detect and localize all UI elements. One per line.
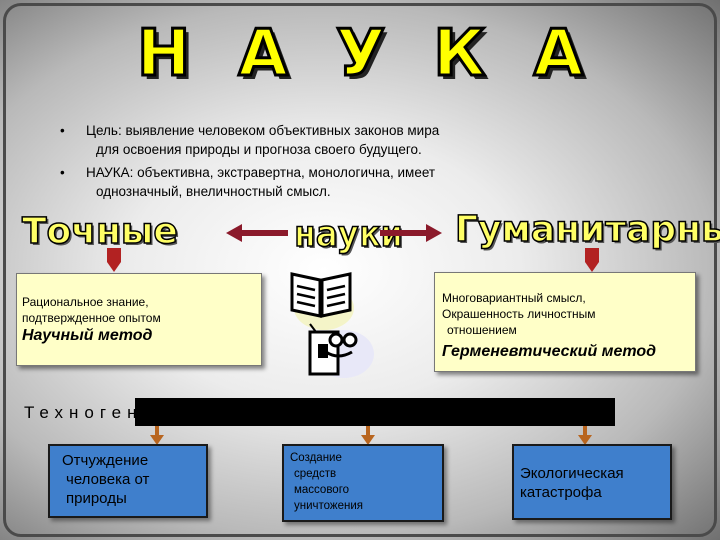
arrow-left-icon — [226, 224, 288, 242]
method-label: Научный метод — [22, 327, 153, 344]
consequence-text: Отчуждение — [62, 452, 149, 469]
bullet-item: • Цель: выявление человеком объективных … — [60, 121, 530, 159]
humanities-box: Многовариантный смысл, Окрашенность личн… — [434, 272, 696, 372]
box-text: Многовариантный смысл, — [442, 291, 586, 305]
technogenic-bar — [135, 398, 615, 426]
bullet-dot: • — [60, 123, 65, 138]
arrow-right-icon — [380, 224, 442, 242]
consequence-text: массового — [294, 484, 350, 496]
consequence-text: уничтожения — [294, 500, 364, 512]
person-reading-icon — [308, 323, 374, 378]
box-text: подтвержденное опытом — [22, 311, 161, 325]
down-arrow-icon — [361, 426, 375, 445]
slide-title: НАУКА — [135, 16, 632, 93]
consequence-text: Экологическая — [520, 465, 624, 482]
box-text: отношением — [447, 323, 517, 337]
consequence-text: средств — [294, 468, 337, 480]
box-text: Рациональное знание, — [22, 295, 149, 309]
bullet-line: для освоения природы и прогноза своего б… — [96, 142, 422, 157]
word-exact: Точные — [21, 210, 178, 253]
down-arrow-icon — [107, 248, 121, 272]
word-humanities: Гуманитарные — [454, 208, 720, 251]
bullet-dot: • — [60, 165, 65, 180]
open-book-icon — [290, 272, 354, 330]
consequence-box: Создание средств массового уничтожения — [282, 444, 444, 522]
consequence-text: катастрофа — [520, 484, 602, 501]
exact-sciences-box: Рациональное знание, подтвержденное опыт… — [16, 273, 262, 366]
consequence-text: человека от — [66, 471, 150, 488]
technogenic-label: Техноген — [24, 403, 143, 422]
down-arrow-icon — [150, 426, 164, 445]
consequence-box: Отчуждение человека от природы — [48, 444, 208, 518]
consequence-box: Экологическая катастрофа — [512, 444, 672, 520]
bullet-line: однозначный, внеличностный смысл. — [96, 184, 331, 199]
bullet-line: Цель: выявление человеком объективных за… — [86, 123, 440, 138]
down-arrow-icon — [578, 426, 592, 445]
bullet-line: НАУКА: объективна, экстравертна, монолог… — [86, 165, 436, 180]
bullet-list: • Цель: выявление человеком объективных … — [60, 121, 530, 205]
down-arrow-icon — [585, 248, 599, 272]
consequence-text: природы — [66, 490, 127, 507]
consequence-text: Создание — [290, 452, 342, 464]
box-text: Окрашенность личностным — [442, 307, 596, 321]
bullet-item: • НАУКА: объективна, экстравертна, монол… — [60, 163, 530, 201]
method-label: Герменевтический метод — [442, 343, 657, 360]
